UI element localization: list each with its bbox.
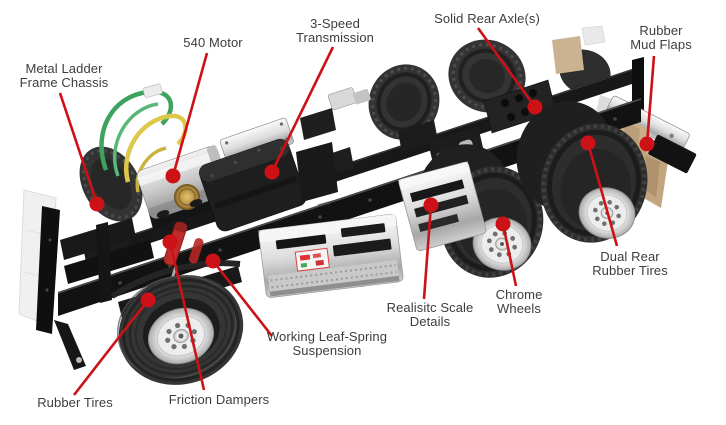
callout-label-friction-dampers: Friction Dampers [169, 393, 270, 407]
tank-sticker [294, 247, 330, 272]
callout-label-line: Rubber [639, 23, 683, 38]
callout-label-line: Frame Chassis [19, 74, 109, 90]
callout-label-line: 3-Speed [310, 16, 360, 31]
wire-connector [142, 83, 163, 98]
callout-label-rubber-tires: Rubber Tires [37, 396, 113, 410]
callout-label-line: Friction Dampers [168, 392, 270, 407]
fuel-tank [258, 213, 404, 298]
far-mud-flap [552, 36, 584, 74]
callout-label-line: Realisitc Scale [386, 300, 474, 315]
callout-label-solid-rear-axles: Solid Rear Axle(s) [434, 12, 540, 26]
callout-label-line: Working Leaf-Spring [266, 329, 388, 344]
callout-label-line: Suspension [292, 342, 362, 358]
callout-label-line: Mud Flaps [630, 36, 692, 52]
callout-label-line: Rubber Tires [37, 395, 113, 410]
far-flap-bracket [581, 25, 606, 46]
receiver-box [300, 108, 336, 140]
callout-label-540-motor: 540 Motor [183, 36, 242, 50]
callout-label-line: Solid Rear Axle(s) [434, 11, 540, 26]
far-middle-wheel [368, 64, 440, 140]
callout-label-line: Rubber Tires [592, 262, 668, 278]
callout-label-line: Wheels [497, 300, 541, 316]
callout-label-line: Chrome [495, 287, 543, 302]
callout-label-line: Transmission [295, 29, 375, 45]
servo [327, 87, 371, 111]
front-frame [60, 218, 154, 303]
callout-label-line: Dual Rear [600, 249, 660, 264]
callout-label-line: Metal Ladder [25, 61, 103, 76]
callout-label-line: Details [409, 313, 451, 329]
callout-label-line: 540 Motor [183, 35, 243, 50]
